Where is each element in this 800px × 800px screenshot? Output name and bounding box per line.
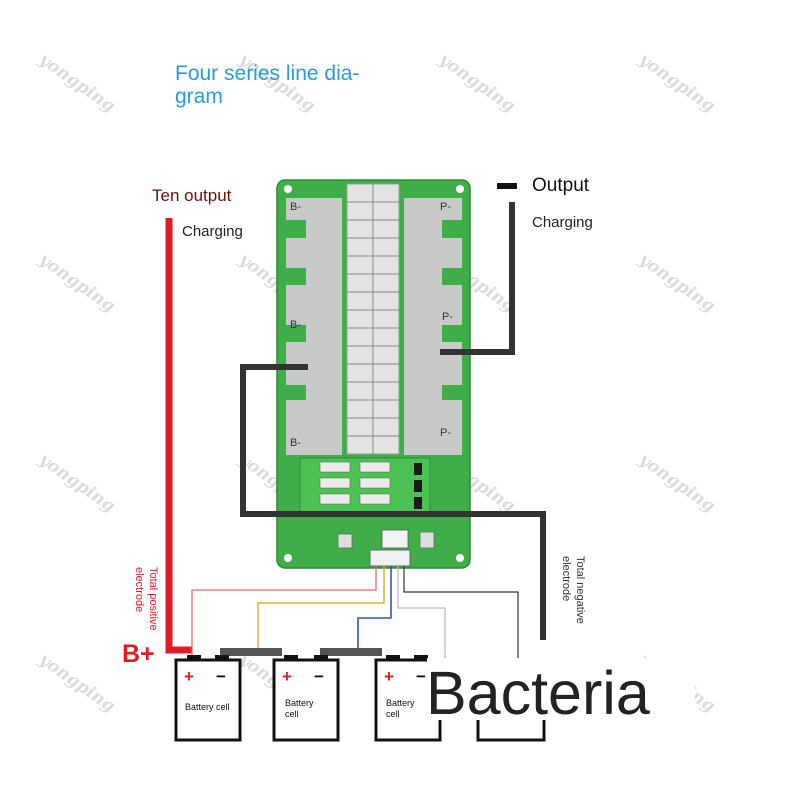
smd-component bbox=[419, 531, 435, 549]
balance-connector bbox=[381, 529, 409, 549]
p-minus-label-top: P- bbox=[440, 201, 451, 213]
mount-hole bbox=[284, 185, 292, 193]
battery-cell-label-line-2: cell bbox=[386, 709, 400, 719]
balance-wire-blue bbox=[357, 566, 392, 655]
balance-wire-gray bbox=[397, 566, 446, 665]
cell-minus-label: − bbox=[314, 667, 324, 686]
cell-minus-label: − bbox=[416, 667, 426, 686]
bms-board: B- B- B- P- P- P- bbox=[276, 179, 471, 569]
diagram-title-line-1: Four series line dia- bbox=[175, 62, 359, 85]
watermark: yongping bbox=[634, 49, 719, 117]
cell-plus-label: + bbox=[184, 667, 194, 686]
mount-hole bbox=[284, 554, 292, 562]
balance-wire-black bbox=[403, 566, 519, 700]
total-positive-line-1: Total positive bbox=[147, 567, 159, 631]
watermark: yongping bbox=[34, 49, 119, 117]
mosfet-dividers bbox=[347, 184, 399, 454]
p-minus-label-bottom: P- bbox=[440, 427, 451, 439]
total-negative-line-1: Total negative bbox=[574, 556, 586, 624]
total-positive-label: Total positive electrode bbox=[133, 567, 159, 631]
total-negative-wire bbox=[240, 364, 546, 640]
minus-icon bbox=[497, 183, 517, 189]
mount-hole bbox=[456, 185, 464, 193]
balance-wire-red bbox=[191, 566, 377, 662]
output-negative-wire bbox=[440, 202, 515, 355]
b-plus-label: B+ bbox=[122, 640, 155, 668]
series-link bbox=[320, 648, 382, 656]
watermark: yongping bbox=[634, 449, 719, 517]
cell-minus-label: − bbox=[216, 667, 226, 686]
mount-hole bbox=[456, 554, 464, 562]
smd-component bbox=[337, 533, 353, 549]
battery-cell-label-line-2: cell bbox=[285, 709, 299, 719]
battery-cell-label-line-1: Battery bbox=[386, 698, 415, 708]
ic-chips bbox=[319, 461, 391, 505]
total-negative-line-2: electrode bbox=[560, 556, 572, 601]
battery-icon: + − Battery cell bbox=[272, 655, 340, 742]
battery-cell-label-line-1: Battery bbox=[285, 698, 314, 708]
series-link bbox=[220, 648, 282, 656]
watermark: yongping bbox=[434, 49, 519, 117]
cell-plus-label: + bbox=[282, 667, 292, 686]
watermark: yongping bbox=[34, 449, 119, 517]
cell-plus-label: + bbox=[384, 667, 394, 686]
bms-pad-left bbox=[286, 198, 342, 455]
p-minus-label-mid: P- bbox=[442, 311, 453, 323]
watermark: yongping bbox=[34, 249, 119, 317]
ten-output-label: Ten output bbox=[152, 186, 232, 205]
total-negative-label: Total negative electrode bbox=[560, 556, 586, 624]
output-label: Output bbox=[532, 175, 590, 196]
b-minus-label-bottom: B- bbox=[290, 437, 301, 449]
battery-icon: + − Battery cell bbox=[174, 655, 242, 742]
bms-pad-right bbox=[404, 198, 462, 455]
watermark: yongping bbox=[634, 249, 719, 317]
board-connector bbox=[369, 549, 411, 567]
resistors bbox=[414, 463, 422, 509]
balance-wire-yellow bbox=[257, 566, 385, 655]
charging-left-label: Charging bbox=[182, 223, 243, 240]
total-positive-wire bbox=[165, 218, 192, 654]
overlay-backdrop bbox=[427, 658, 695, 720]
b-minus-label-mid: B- bbox=[290, 319, 301, 331]
total-positive-line-2: electrode bbox=[133, 567, 145, 612]
b-minus-label-top: B- bbox=[290, 201, 301, 213]
diagram-title-line-2: gram bbox=[175, 85, 223, 108]
charging-right-label: Charging bbox=[532, 214, 593, 231]
overlay-text: Bacteria bbox=[426, 659, 650, 727]
watermark: yongping bbox=[34, 649, 119, 717]
battery-cell-label: Battery cell bbox=[185, 702, 230, 712]
